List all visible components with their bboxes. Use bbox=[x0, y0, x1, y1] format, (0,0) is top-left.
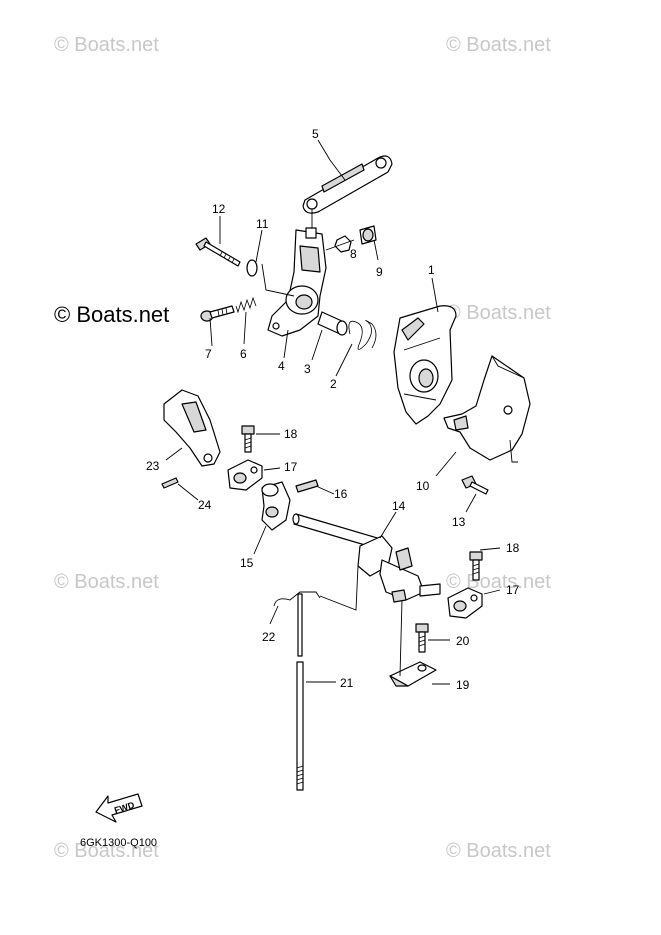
part-5-link-arm[interactable] bbox=[302, 155, 393, 232]
callout-15: 15 bbox=[240, 556, 254, 570]
callout-12: 12 bbox=[212, 202, 226, 216]
watermark-top-right: © Boats.net bbox=[446, 34, 551, 56]
part-19-plate[interactable] bbox=[389, 661, 437, 687]
callout-21: 21 bbox=[340, 676, 354, 690]
watermark-top-left: © Boats.net bbox=[54, 34, 159, 56]
part-23-bracket[interactable] bbox=[163, 389, 221, 467]
callout-24: 24 bbox=[198, 498, 212, 512]
part-9-collar[interactable] bbox=[359, 225, 377, 245]
callout-19: 19 bbox=[456, 678, 470, 692]
callout-16: 16 bbox=[334, 487, 348, 501]
callout-20: 20 bbox=[456, 634, 470, 648]
watermark-mid-right: © Boats.net bbox=[446, 302, 551, 324]
part-1-housing[interactable] bbox=[393, 305, 457, 425]
leader-lines bbox=[165, 139, 501, 685]
callout-7: 7 bbox=[205, 347, 212, 361]
callout-22: 22 bbox=[262, 630, 276, 644]
callout-8: 8 bbox=[350, 247, 357, 261]
callout-18-right: 18 bbox=[506, 541, 520, 555]
callout-6: 6 bbox=[240, 347, 247, 361]
watermark-lower-right: © Boats.net bbox=[446, 571, 551, 593]
watermark-lower-left: © Boats.net bbox=[54, 571, 159, 593]
watermark-bottom-right: © Boats.net bbox=[446, 840, 551, 862]
callout-5: 5 bbox=[312, 127, 319, 141]
part-17-clamp-right[interactable] bbox=[447, 587, 483, 619]
fwd-arrow-icon: FWD bbox=[95, 793, 143, 823]
part-14-shift-shaft[interactable] bbox=[292, 513, 441, 603]
part-15-shift-lever[interactable] bbox=[261, 481, 291, 531]
part-4-shift-bracket[interactable] bbox=[267, 227, 327, 337]
callout-17-upper: 17 bbox=[284, 460, 298, 474]
part-10-bracket[interactable] bbox=[443, 355, 531, 463]
part-6-spring[interactable] bbox=[235, 296, 257, 314]
part-2-spring[interactable] bbox=[348, 320, 377, 350]
callout-3: 3 bbox=[304, 362, 311, 376]
part-3-collar[interactable] bbox=[317, 311, 348, 336]
callout-18-upper: 18 bbox=[284, 427, 298, 441]
callout-13: 13 bbox=[452, 515, 466, 529]
callout-4: 4 bbox=[278, 359, 285, 373]
part-22-clip[interactable] bbox=[273, 591, 321, 607]
part-24-pin[interactable] bbox=[161, 477, 179, 489]
part-7-screw[interactable] bbox=[200, 305, 235, 322]
callout-14: 14 bbox=[392, 499, 406, 513]
part-20-bolt[interactable] bbox=[415, 623, 429, 653]
part-13-bolt[interactable] bbox=[461, 475, 489, 495]
callout-11: 11 bbox=[256, 217, 269, 231]
part-21-rod[interactable] bbox=[296, 593, 304, 791]
watermark-bottom-left: © Boats.net bbox=[54, 840, 159, 862]
callout-10: 10 bbox=[416, 479, 430, 493]
part-18-bolt-upper[interactable] bbox=[241, 425, 255, 453]
diagram-code: 6GK1300-Q100 bbox=[80, 837, 157, 849]
part-12-bolt[interactable] bbox=[195, 237, 241, 267]
part-18-bolt-right[interactable] bbox=[469, 551, 483, 581]
part-11-washer[interactable] bbox=[246, 259, 258, 277]
callout-1: 1 bbox=[428, 263, 435, 277]
part-16-pin[interactable] bbox=[295, 479, 319, 493]
callout-23: 23 bbox=[146, 459, 160, 473]
part-17-clamp-upper[interactable] bbox=[227, 459, 263, 491]
callout-2: 2 bbox=[330, 377, 337, 391]
callout-9: 9 bbox=[376, 265, 383, 279]
callout-17-right: 17 bbox=[506, 583, 520, 597]
watermark-main: © Boats.net bbox=[54, 302, 170, 327]
